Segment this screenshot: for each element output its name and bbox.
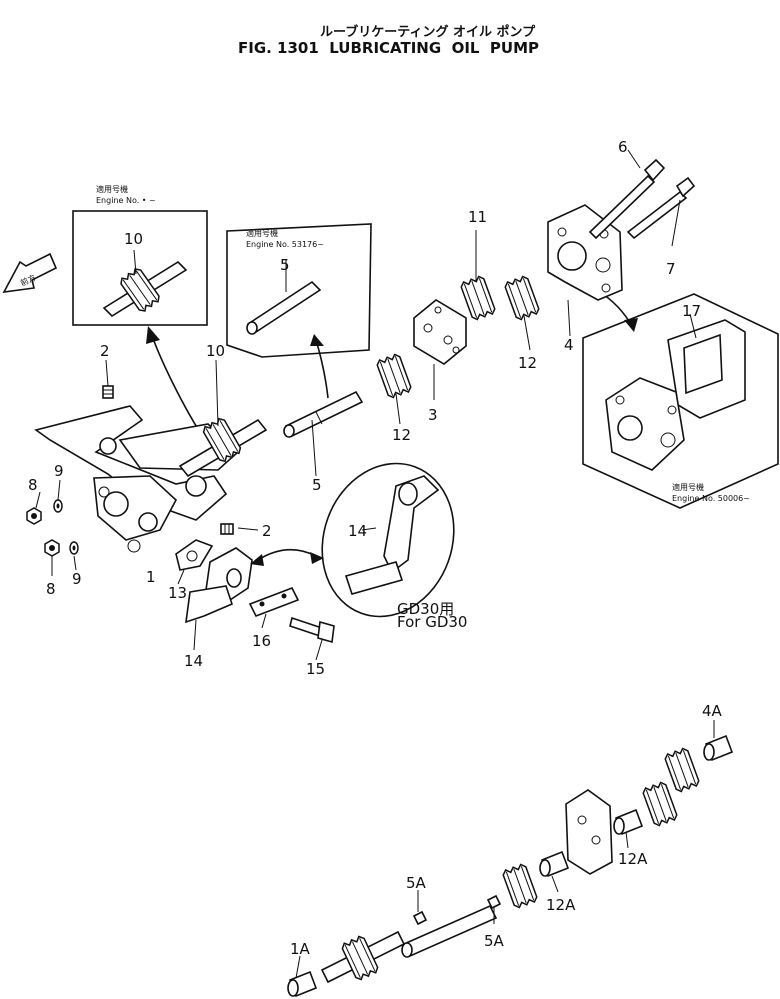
cover-plate-3 [413, 299, 467, 365]
strainer-14-gd30 [344, 475, 440, 595]
fitting-5A-right [486, 894, 502, 910]
title-japanese: ルーブリケーティング オイル ポンプ [320, 24, 536, 40]
bushing-1A [287, 970, 318, 998]
gear-12-upper [503, 274, 541, 322]
plate-A [565, 789, 613, 875]
callout-12A-right: 12A [618, 850, 648, 868]
plug-2-lower [220, 523, 234, 535]
gear-12A-lower [501, 862, 539, 910]
callout-1: 1 [146, 568, 156, 586]
callout-8-lower: 8 [46, 580, 56, 598]
callout-5A-upper: 5A [406, 874, 427, 892]
callout-5-inset: 5 [280, 256, 290, 274]
inset-right: 適用号機 Engine No. 50006~ [582, 293, 779, 509]
bushing-4A [703, 734, 734, 762]
callout-3: 3 [428, 406, 438, 424]
callout-11: 11 [468, 208, 487, 226]
callout-4A: 4A [702, 702, 723, 720]
pump-housing-inset [605, 377, 685, 471]
callout-2-lower: 2 [262, 522, 272, 540]
leader-lines [35, 149, 715, 979]
nut-8-lower [44, 539, 60, 557]
callout-6: 6 [618, 138, 628, 156]
washer-9-upper [53, 499, 63, 513]
callout-4: 4 [564, 336, 574, 354]
inset-top-mid: 適用号機 Engine No. 53176~ [226, 223, 372, 358]
inset-top-left-label1: 適用号機 [96, 184, 128, 194]
inset-right-label1: 適用号機 [672, 482, 704, 492]
callout-16: 16 [252, 632, 271, 650]
callout-10-inset: 10 [124, 230, 143, 248]
inset-gd30-label1: GD30用 [397, 600, 454, 618]
callout-17: 17 [682, 302, 701, 320]
title-english: FIG. 1301 LUBRICATING OIL PUMP [238, 39, 539, 57]
gear-12-lower [375, 352, 413, 400]
bushing-12A-upper [613, 808, 644, 836]
callout-12-lower: 12 [392, 426, 411, 444]
bolt-15 [289, 616, 335, 644]
callout-12-upper: 12 [518, 354, 537, 372]
plug-2-upper [102, 385, 114, 399]
shim-16 [248, 586, 300, 618]
front-direction-label: 前方 [19, 272, 38, 288]
inset-top-left-label2: Engine No. • ~ [96, 196, 156, 205]
gear-shaft-10-inset [102, 260, 188, 318]
gear-4A-upper [663, 746, 701, 794]
inset-right-label2: Engine No. 50006~ [672, 494, 750, 503]
callout-15: 15 [306, 660, 325, 678]
shaft-5 [283, 390, 364, 438]
inset-gd30-label2: For GD30 [397, 613, 467, 631]
callout-1A: 1A [290, 940, 311, 958]
cover-plate-17 [667, 319, 746, 419]
callout-8-upper: 8 [28, 476, 38, 494]
washer-9-lower [69, 541, 79, 555]
callout-9-lower: 9 [72, 570, 82, 588]
inset-top-mid-label1: 適用号機 [246, 228, 278, 238]
inset-top-left: 適用号機 Engine No. • ~ [72, 184, 208, 326]
gear-shaft-1A [320, 930, 406, 984]
callout-5-main: 5 [312, 476, 322, 494]
callout-9-upper: 9 [54, 462, 64, 480]
callout-5A-lower: 5A [484, 932, 505, 950]
callout-12A-left: 12A [546, 896, 576, 914]
bushing-12A-lower [539, 850, 570, 878]
callout-7: 7 [666, 260, 676, 278]
gear-4A-mid [641, 780, 679, 828]
callout-14-main: 14 [184, 652, 203, 670]
bolt-6 [588, 158, 666, 240]
nut-8-upper [26, 507, 42, 525]
inset-top-mid-label2: Engine No. 53176~ [246, 240, 324, 249]
gear-shaft-10 [178, 415, 268, 478]
callout-13: 13 [168, 584, 187, 602]
fitting-5A-left [412, 910, 428, 926]
front-direction-arrow: 前方 [2, 252, 58, 293]
shaft-5A [401, 904, 498, 958]
callout-14-gd30: 14 [348, 522, 367, 540]
pin-5-inset [246, 280, 322, 335]
inset-gd30: GD30用 For GD30 [321, 462, 467, 631]
bolt-7 [626, 176, 696, 240]
strainer-14 [185, 547, 253, 624]
gasket-13 [175, 539, 214, 571]
gear-11 [459, 274, 497, 322]
callout-labels: 1 2 2 3 4 5 5 6 7 8 8 9 9 10 10 11 12 12… [28, 138, 723, 958]
callout-2-upper: 2 [100, 342, 110, 360]
callout-10-main: 10 [206, 342, 225, 360]
